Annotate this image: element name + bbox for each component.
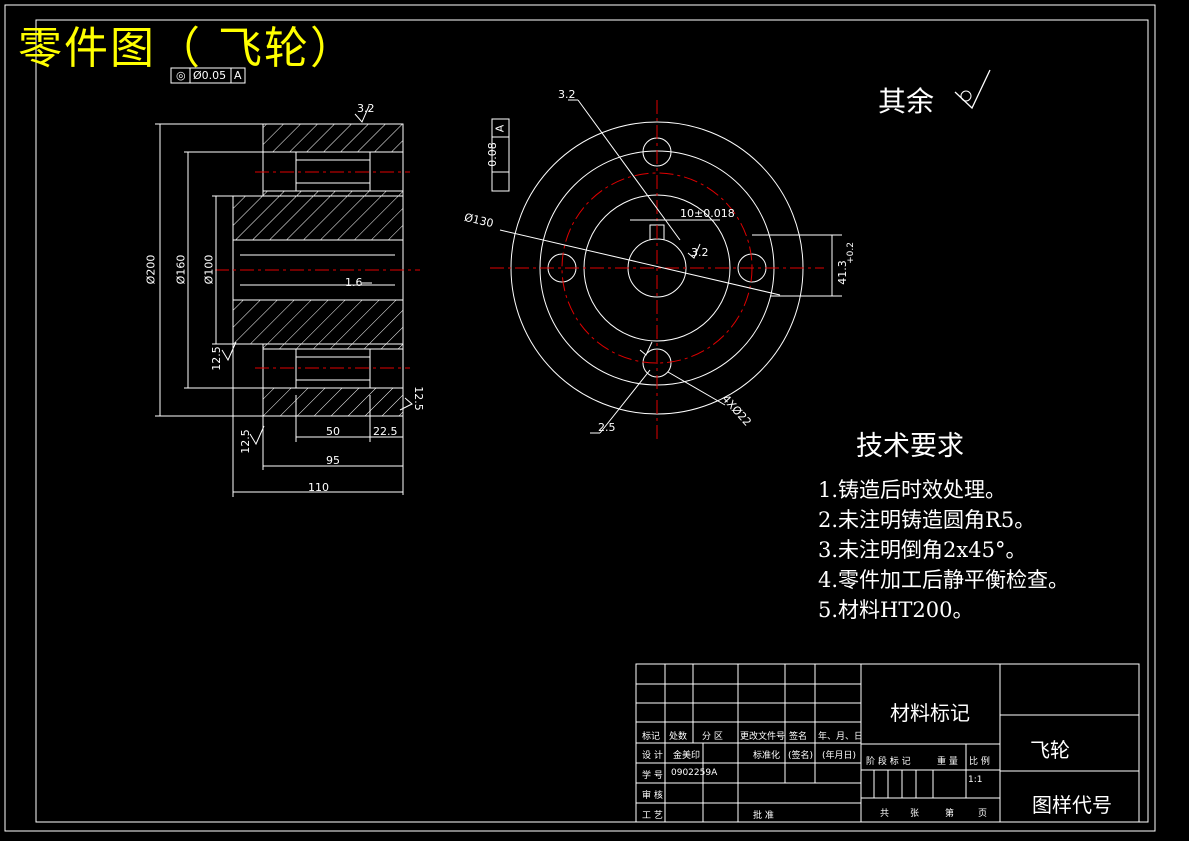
part-name: 飞轮 xyxy=(1030,738,1070,762)
dim-110: 110 xyxy=(308,481,329,494)
tb-sheets: 张 xyxy=(910,809,920,819)
tb-scale-label: 比 例 xyxy=(969,757,990,767)
tb-header-change-doc: 更改文件号 xyxy=(740,732,786,742)
dim-keyway: 10±0.018 xyxy=(680,207,735,220)
runout-datum: A xyxy=(493,124,507,133)
tb-header-date: 年、月、日 xyxy=(818,732,864,742)
section-centerlines xyxy=(215,171,420,369)
outer-border xyxy=(4,4,1156,832)
coaxiality-symbol: ◎ xyxy=(176,69,186,82)
section-dimensions xyxy=(155,105,413,497)
tb-weight-label: 重 量 xyxy=(937,757,958,767)
scale-value: 1:1 xyxy=(968,775,983,785)
tech-requirements-title: 技术要求 xyxy=(856,431,964,462)
roughness-12-5-a: 12.5 xyxy=(209,346,223,371)
tb-stage-label: 阶 段 标 记 xyxy=(866,757,911,767)
tb-header-zone: 分 区 xyxy=(702,732,723,742)
tb-page: 页 xyxy=(978,809,988,819)
runout-frame xyxy=(491,118,510,192)
coaxiality-datum: A xyxy=(234,69,242,82)
tb-header-mark: 标记 xyxy=(642,732,661,742)
tb-designer: 金美印 xyxy=(673,751,701,761)
dim-d160: Ø160 xyxy=(174,254,188,285)
hub-hatch-bottom xyxy=(232,299,404,345)
tech-note-1: 1.铸造后时效处理。 xyxy=(818,478,1007,502)
roughness-3-2-top: 3.2 xyxy=(357,102,375,115)
roughness-other-label: 其余 xyxy=(878,85,935,118)
roughness-12-5-c: 12.5 xyxy=(411,386,425,411)
tb-sign-placeholder: (签名) xyxy=(788,751,814,761)
page-title: 零件图（ 飞轮） xyxy=(18,23,356,74)
hub-hatch-top xyxy=(232,195,404,241)
tb-student-no: 0902259A xyxy=(671,768,718,778)
tech-note-3: 3.未注明倒角2x45°。 xyxy=(818,538,1027,562)
roughness-3-2-key: 3.2 xyxy=(691,246,709,259)
front-centerlines xyxy=(490,100,824,440)
roughness-2-5: 2.5 xyxy=(598,421,616,434)
dim-22-5: 22.5 xyxy=(373,425,398,438)
dim-50: 50 xyxy=(326,425,340,438)
dim-d100: Ø100 xyxy=(202,254,216,285)
tb-date-placeholder: (年月日) xyxy=(822,751,857,761)
tb-review: 审 核 xyxy=(642,791,663,801)
runout-value: 0.08 xyxy=(485,142,499,167)
front-dimensions xyxy=(499,99,842,434)
tb-design-label: 设 计 xyxy=(642,751,663,761)
coaxiality-value: Ø0.05 xyxy=(193,69,227,82)
roughness-12-5-b: 12.5 xyxy=(238,429,252,454)
title-block xyxy=(635,663,1140,823)
material-mark: 材料标记 xyxy=(890,701,970,725)
tb-student-no-label: 学 号 xyxy=(642,771,663,781)
tech-note-2: 2.未注明铸造圆角R5。 xyxy=(818,508,1036,532)
roughness-symbol xyxy=(954,69,991,110)
tb-header-count: 处数 xyxy=(669,732,688,742)
tech-note-5: 5.材料HT200。 xyxy=(818,598,974,622)
tb-process: 工 艺 xyxy=(642,811,663,821)
roughness-3-2-left: 3.2 xyxy=(558,88,576,101)
tb-total: 共 xyxy=(880,809,890,819)
section-view xyxy=(232,123,404,417)
coaxiality-frame xyxy=(170,67,246,84)
tb-approve: 批 准 xyxy=(753,811,774,821)
tb-header-sign: 签名 xyxy=(789,732,808,742)
tb-number: 第 xyxy=(945,809,955,819)
roughness-1-6: 1.6 xyxy=(345,276,363,289)
dim-d200: Ø200 xyxy=(144,254,158,285)
tb-standard: 标准化 xyxy=(753,751,781,761)
dim-41-3-tol: +0.2 xyxy=(845,242,856,264)
dim-95: 95 xyxy=(326,454,340,467)
tech-note-4: 4.零件加工后静平衡检查。 xyxy=(818,568,1070,592)
drawing-number: 图样代号 xyxy=(1032,793,1112,817)
inner-border xyxy=(35,19,1149,823)
